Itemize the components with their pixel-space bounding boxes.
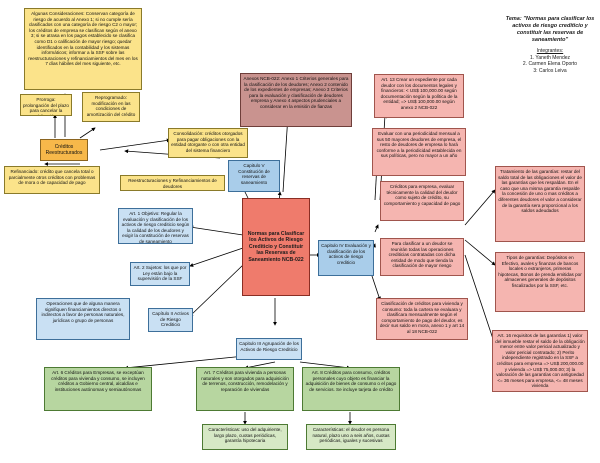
art13-box: Art. 13 Crear un expediente por cada deu… [374,74,464,118]
clasificacion-vivienda-box: Clasificación de créditos para vivienda … [376,298,468,340]
prorroga-box: Prorroga: prolongación del plazo para ca… [20,94,72,116]
art2-box: Art. 2 Sujetos: los que por Ley están ba… [130,262,190,286]
art1-box: Art. 1 Objetivo: Regular la evaluación y… [118,208,193,244]
consideraciones-box: Algunas Consideraciones: Conservan categ… [24,8,142,90]
anexos-box: Anexos NCB-022: Anexo 1 Criterios genera… [240,73,352,127]
reestructuraciones-box: Reestructuraciones y Refinanciamientos d… [120,175,225,191]
art6-box: Art. 6 Créditos para Empresas, se except… [44,367,152,411]
evaluar-box: Evaluar con una periodicidad mensual a s… [372,128,466,176]
consolidacion-box: Consolidación: créditos otorgados para p… [168,128,248,158]
tratamiento-box: Tratamiento de las garantías: restar del… [495,166,585,242]
criterios-empresa-box: Créditos para empresa, evaluar técnicame… [380,181,464,221]
capitulo3-box: Capitulo III Agrupación de los Activos d… [236,338,302,360]
caract-vivienda-box: Características: uso del adquiriente, la… [202,424,288,450]
reprogramado-box: Reprogramado: modificación en las condic… [82,92,140,122]
integrante-3: 3: Carlos Leiva [533,67,567,74]
capitulo5-box: Capitulo V Constitución de reservas de s… [228,160,280,192]
central-topic-box: Normas para Clasificar los Activos de Ri… [242,198,310,296]
integrante-1: 1. Yaneth Mendez [529,54,571,61]
creditos-reestructurados-box: Créditos Reestructurados [40,139,88,161]
art16-box: Art. 16 requisitos de las garantías 1) v… [492,330,588,392]
integrantes-block: Integrantes: 1. Yaneth Mendez 2. Carmen … [515,48,585,74]
integrantes-heading: Integrantes: [536,48,564,54]
para-clasificar-box: Para clasificar a un deudor se reunirán … [380,238,464,276]
capitulo2-box: Capítulo II Activos de Riesgo Crediticio [148,308,193,332]
capitulo4-box: Capitulo IV Evaluación y clasificación d… [318,240,374,276]
art7-box: Art. 7 Créditos para vivienda a personas… [196,367,294,411]
diagram-title: Tema: "Normas para clasificar los activo… [505,16,595,43]
art8-box: Art. 8 Créditos para consumo, créditos p… [302,367,400,411]
caract-consumo-box: Características: el deudor es persona na… [306,424,396,450]
refinanciado-box: Refinanciado: crédito que cancela total … [4,166,100,194]
tipos-garantias-box: Tipos de garantías: Depósitos en Efectiv… [495,252,585,312]
integrante-2: 2. Carmen Elena Oporto [522,61,578,67]
operaciones-box: Operaciones que de alguna manera signifi… [36,298,130,340]
